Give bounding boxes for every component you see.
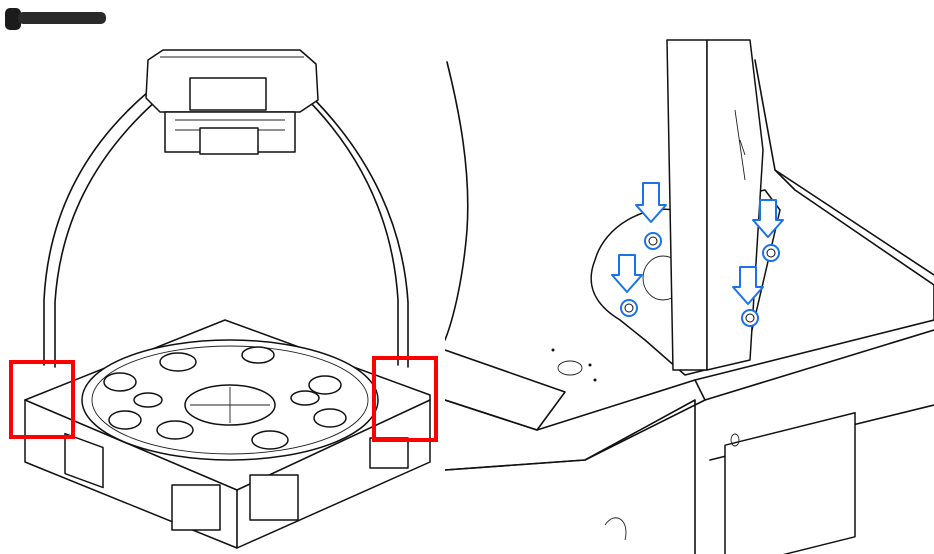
- arrow-down-icon: [752, 199, 784, 238]
- screw-hole: [741, 309, 759, 327]
- highlight-box-right: [372, 356, 438, 442]
- cabinet-top: [445, 319, 934, 554]
- highlight-box-left: [9, 360, 75, 439]
- arrow-down-icon: [732, 266, 764, 305]
- arrow-down-icon: [635, 182, 667, 223]
- arrows: [611, 182, 784, 305]
- screw-holes: [620, 232, 780, 327]
- detail-panel: [445, 0, 934, 554]
- turntable: [81, 339, 379, 461]
- screw-icon: [5, 8, 106, 30]
- overview-drawing: [5, 8, 438, 549]
- screw-hole: [644, 232, 662, 250]
- arch-frame: [43, 91, 409, 368]
- screw-hole: [620, 299, 638, 317]
- screw-hole: [762, 244, 780, 262]
- cabinet-top-edge: [774, 169, 934, 321]
- cabinet-side-edge: [754, 59, 934, 276]
- detail-drawing: [445, 39, 934, 554]
- arrow-down-icon: [611, 254, 643, 293]
- frame-edge: [445, 61, 469, 341]
- overview-panel: [0, 0, 445, 554]
- top-display-unit: [145, 49, 319, 155]
